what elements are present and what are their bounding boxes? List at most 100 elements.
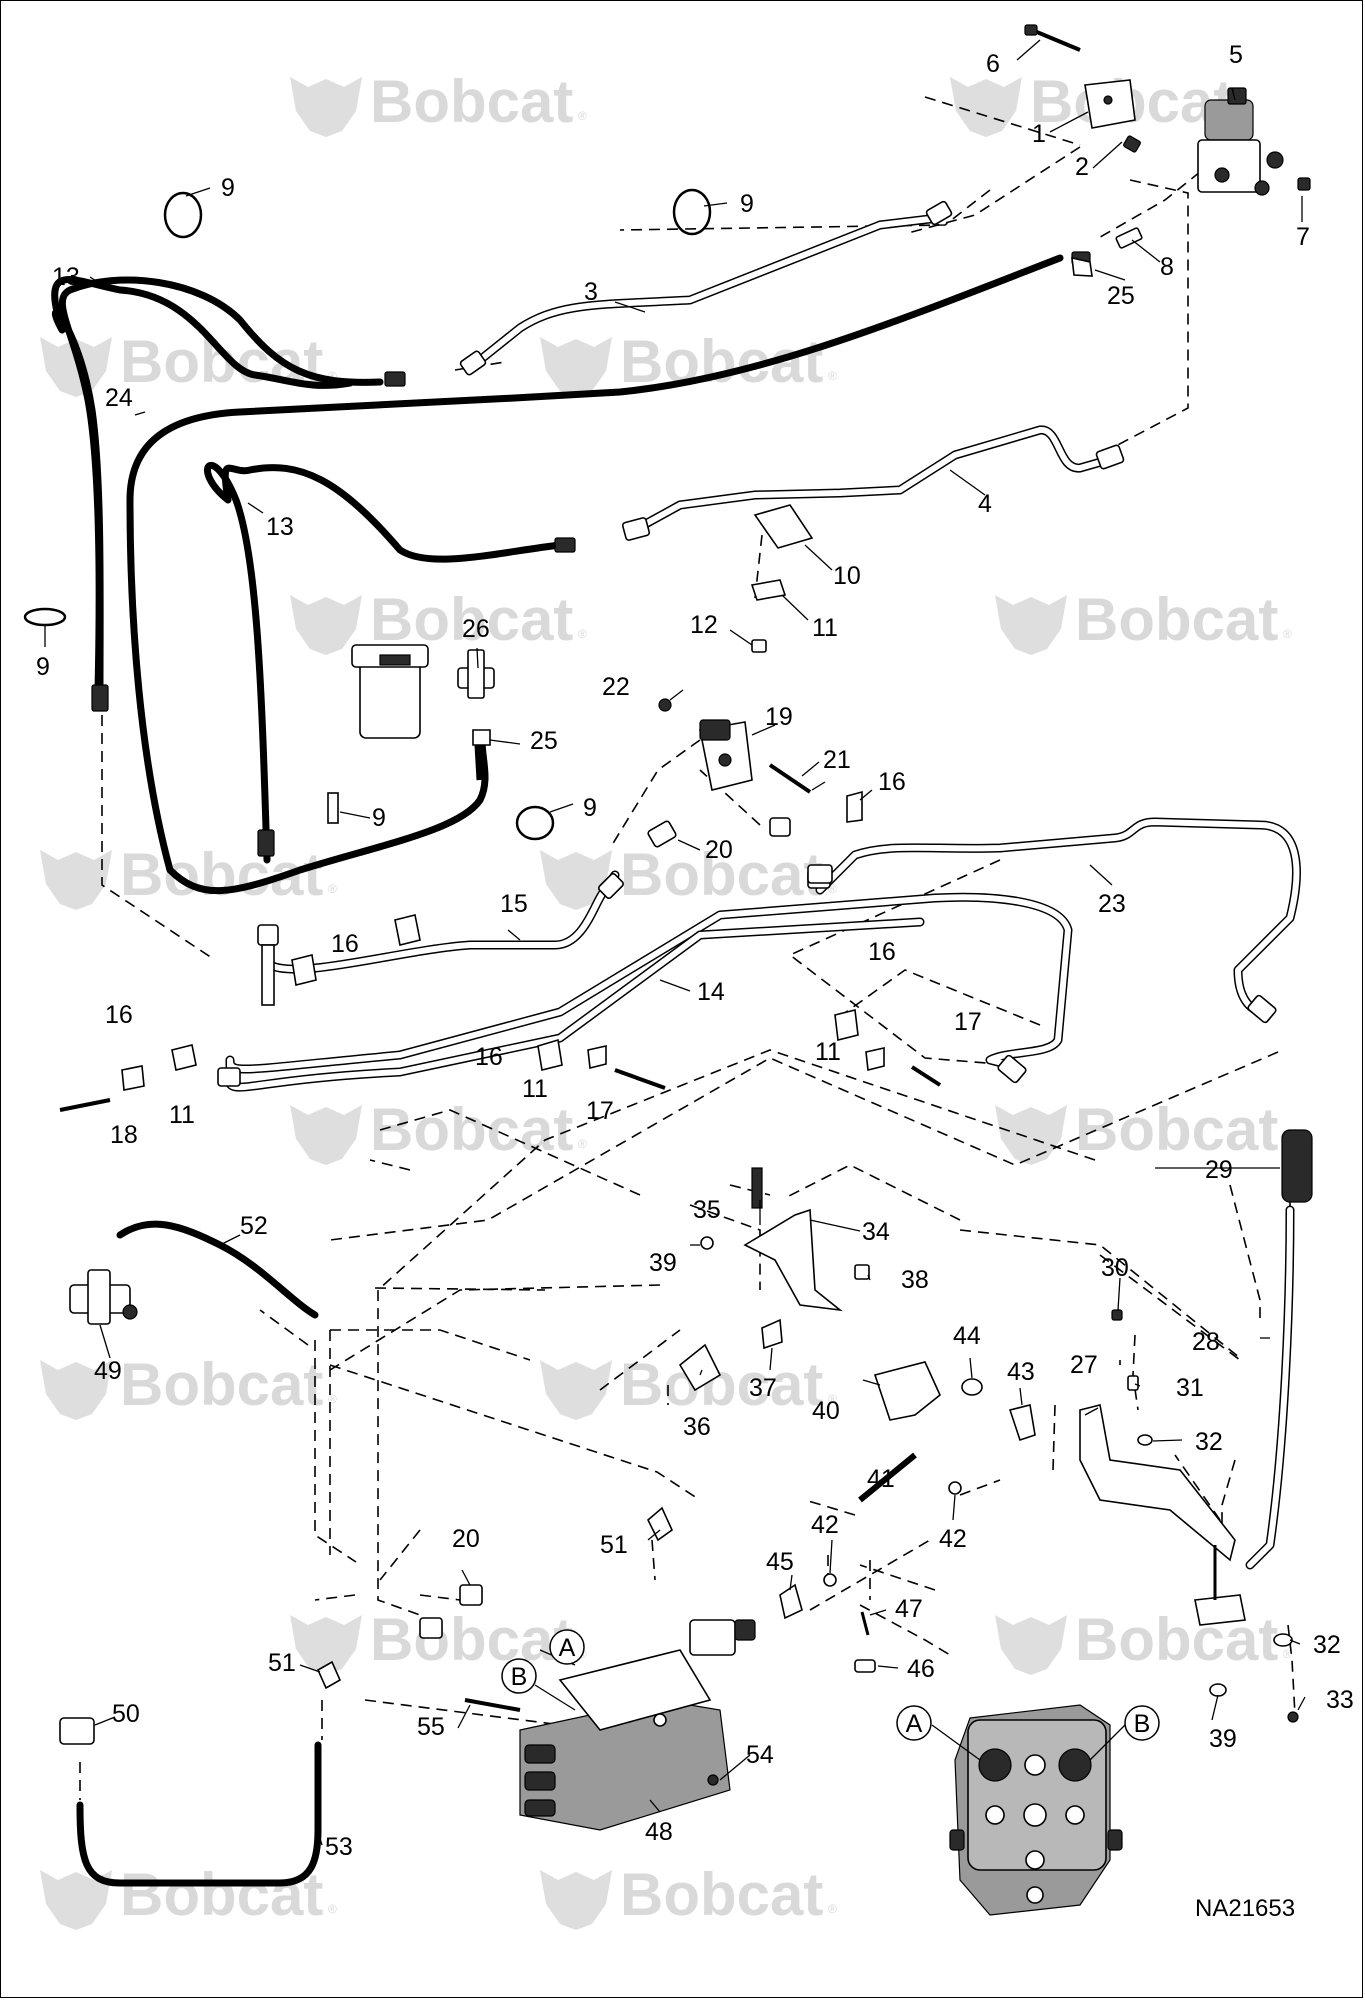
elbow-25b <box>472 729 491 746</box>
hose-52 <box>116 1220 319 1319</box>
callout-4: 4 <box>978 490 992 518</box>
callout-16e: 16 <box>878 768 906 796</box>
callout-33: 33 <box>1326 1686 1354 1714</box>
clip-16d <box>171 1044 197 1071</box>
nut-42b <box>948 1481 962 1495</box>
callout-50: 50 <box>112 1700 140 1728</box>
callout-47: 47 <box>895 1595 923 1623</box>
fitting-14b <box>997 1054 1027 1084</box>
bolt-21 <box>768 763 812 794</box>
watermark-brand-text: Bobcat <box>370 586 573 653</box>
detail-letter-b-view: B <box>1134 1710 1151 1738</box>
detail-letter-b-valve: B <box>511 1663 528 1691</box>
clamp-9c <box>23 607 67 627</box>
grip-29 <box>1281 1129 1313 1203</box>
nut-38 <box>854 1264 870 1280</box>
callout-43: 43 <box>1007 1358 1035 1386</box>
fitting-24-low <box>257 924 279 946</box>
plate-11 <box>750 579 787 601</box>
clip-16e <box>537 1038 563 1071</box>
callout-14: 14 <box>697 978 725 1006</box>
assembly-dash-lines <box>79 96 1296 1800</box>
callout-16a: 16 <box>331 930 359 958</box>
washer-44 <box>961 1378 983 1396</box>
drawing-id: NA21653 <box>1195 1895 1295 1922</box>
bobcat-watermark: Bobcat ® <box>540 328 837 397</box>
callout-54: 54 <box>746 1741 774 1769</box>
callout-15: 15 <box>500 890 528 918</box>
valve-19 <box>699 719 753 791</box>
callout-41: 41 <box>867 1465 895 1493</box>
washer-32a <box>1137 1434 1153 1446</box>
hose-53 <box>76 1741 322 1887</box>
fitting-20d <box>419 1617 443 1639</box>
callout-11b: 11 <box>169 1101 195 1129</box>
plate-11b <box>587 1045 607 1069</box>
nut-7 <box>1297 177 1311 191</box>
plate-11a <box>121 1065 145 1091</box>
clip-37 <box>761 1318 783 1350</box>
callout-20b: 20 <box>452 1525 480 1553</box>
tee-49 <box>69 1269 138 1325</box>
watermark-registered-mark: ® <box>328 1392 337 1406</box>
watermark-registered-mark: ® <box>1283 627 1292 641</box>
fitting-20e <box>459 1584 483 1606</box>
callout-3: 3 <box>584 278 598 306</box>
plug-22 <box>658 698 672 712</box>
fitting-3a <box>459 350 487 376</box>
detail-letters: A B A B <box>501 1629 1160 1741</box>
nut-54 <box>707 1774 719 1786</box>
watermark-registered-mark: ® <box>828 1392 837 1406</box>
callout-25a: 25 <box>1107 282 1135 310</box>
callout-9d: 9 <box>583 794 597 822</box>
bolt-17a <box>614 1068 666 1090</box>
hardware <box>23 24 1313 1831</box>
callout-16c: 16 <box>475 1043 503 1071</box>
callout-9e: 9 <box>372 804 386 832</box>
watermark-registered-mark: ® <box>828 369 837 383</box>
callout-51b: 51 <box>268 1649 296 1677</box>
rod-41 <box>858 1452 917 1503</box>
callout-20a: 20 <box>705 836 733 864</box>
watermark-brand-text: Bobcat <box>1075 1606 1278 1673</box>
bobcat-watermark: Bobcat® <box>290 1606 587 1675</box>
bobcat-watermark: Bobcat® <box>40 1861 337 1930</box>
callout-39b: 39 <box>1209 1725 1237 1753</box>
watermark-brand-text: Bobcat <box>620 1861 823 1928</box>
callout-36: 36 <box>683 1413 711 1441</box>
washer-39b <box>1209 1683 1227 1697</box>
watermark-registered-mark: ® <box>578 109 587 123</box>
callout-16d: 16 <box>868 938 896 966</box>
clip-16f <box>834 1009 859 1041</box>
callout-9b: 9 <box>740 190 754 218</box>
callout-16b: 16 <box>105 1001 133 1029</box>
callout-19: 19 <box>765 703 793 731</box>
callout-1: 1 <box>1032 120 1046 148</box>
watermark-brand-text: Bobcat <box>620 1351 823 1418</box>
bobcat-watermark: Bobcat® <box>290 1096 587 1165</box>
callout-26: 26 <box>462 615 490 643</box>
callout-29: 29 <box>1205 1156 1233 1184</box>
callout-42b: 42 <box>939 1525 967 1553</box>
fitting-23b <box>1247 994 1277 1024</box>
callout-2: 2 <box>1075 153 1089 181</box>
bushing-31 <box>1127 1375 1139 1391</box>
callout-27: 27 <box>1070 1351 1098 1379</box>
bobcat-watermark: Bobcat® <box>995 586 1292 655</box>
callout-35: 35 <box>693 1196 721 1224</box>
watermark-brand-text: Bobcat <box>620 328 823 395</box>
nut-42a <box>823 1573 837 1587</box>
bolt-30 <box>1111 1309 1123 1321</box>
watermark-brand-text: Bobcat <box>620 841 823 908</box>
bracket-27 <box>1079 1404 1246 1626</box>
fitting-3b <box>925 200 953 226</box>
bracket-34 <box>743 1208 843 1312</box>
hose-13-left-loop <box>58 276 384 694</box>
callout-51a: 51 <box>600 1531 628 1559</box>
callout-23: 23 <box>1098 890 1126 918</box>
callout-11a: 11 <box>812 614 838 642</box>
callout-39a: 39 <box>649 1249 677 1277</box>
elbow-51b <box>316 1660 342 1690</box>
callout-11c: 11 <box>522 1075 548 1103</box>
